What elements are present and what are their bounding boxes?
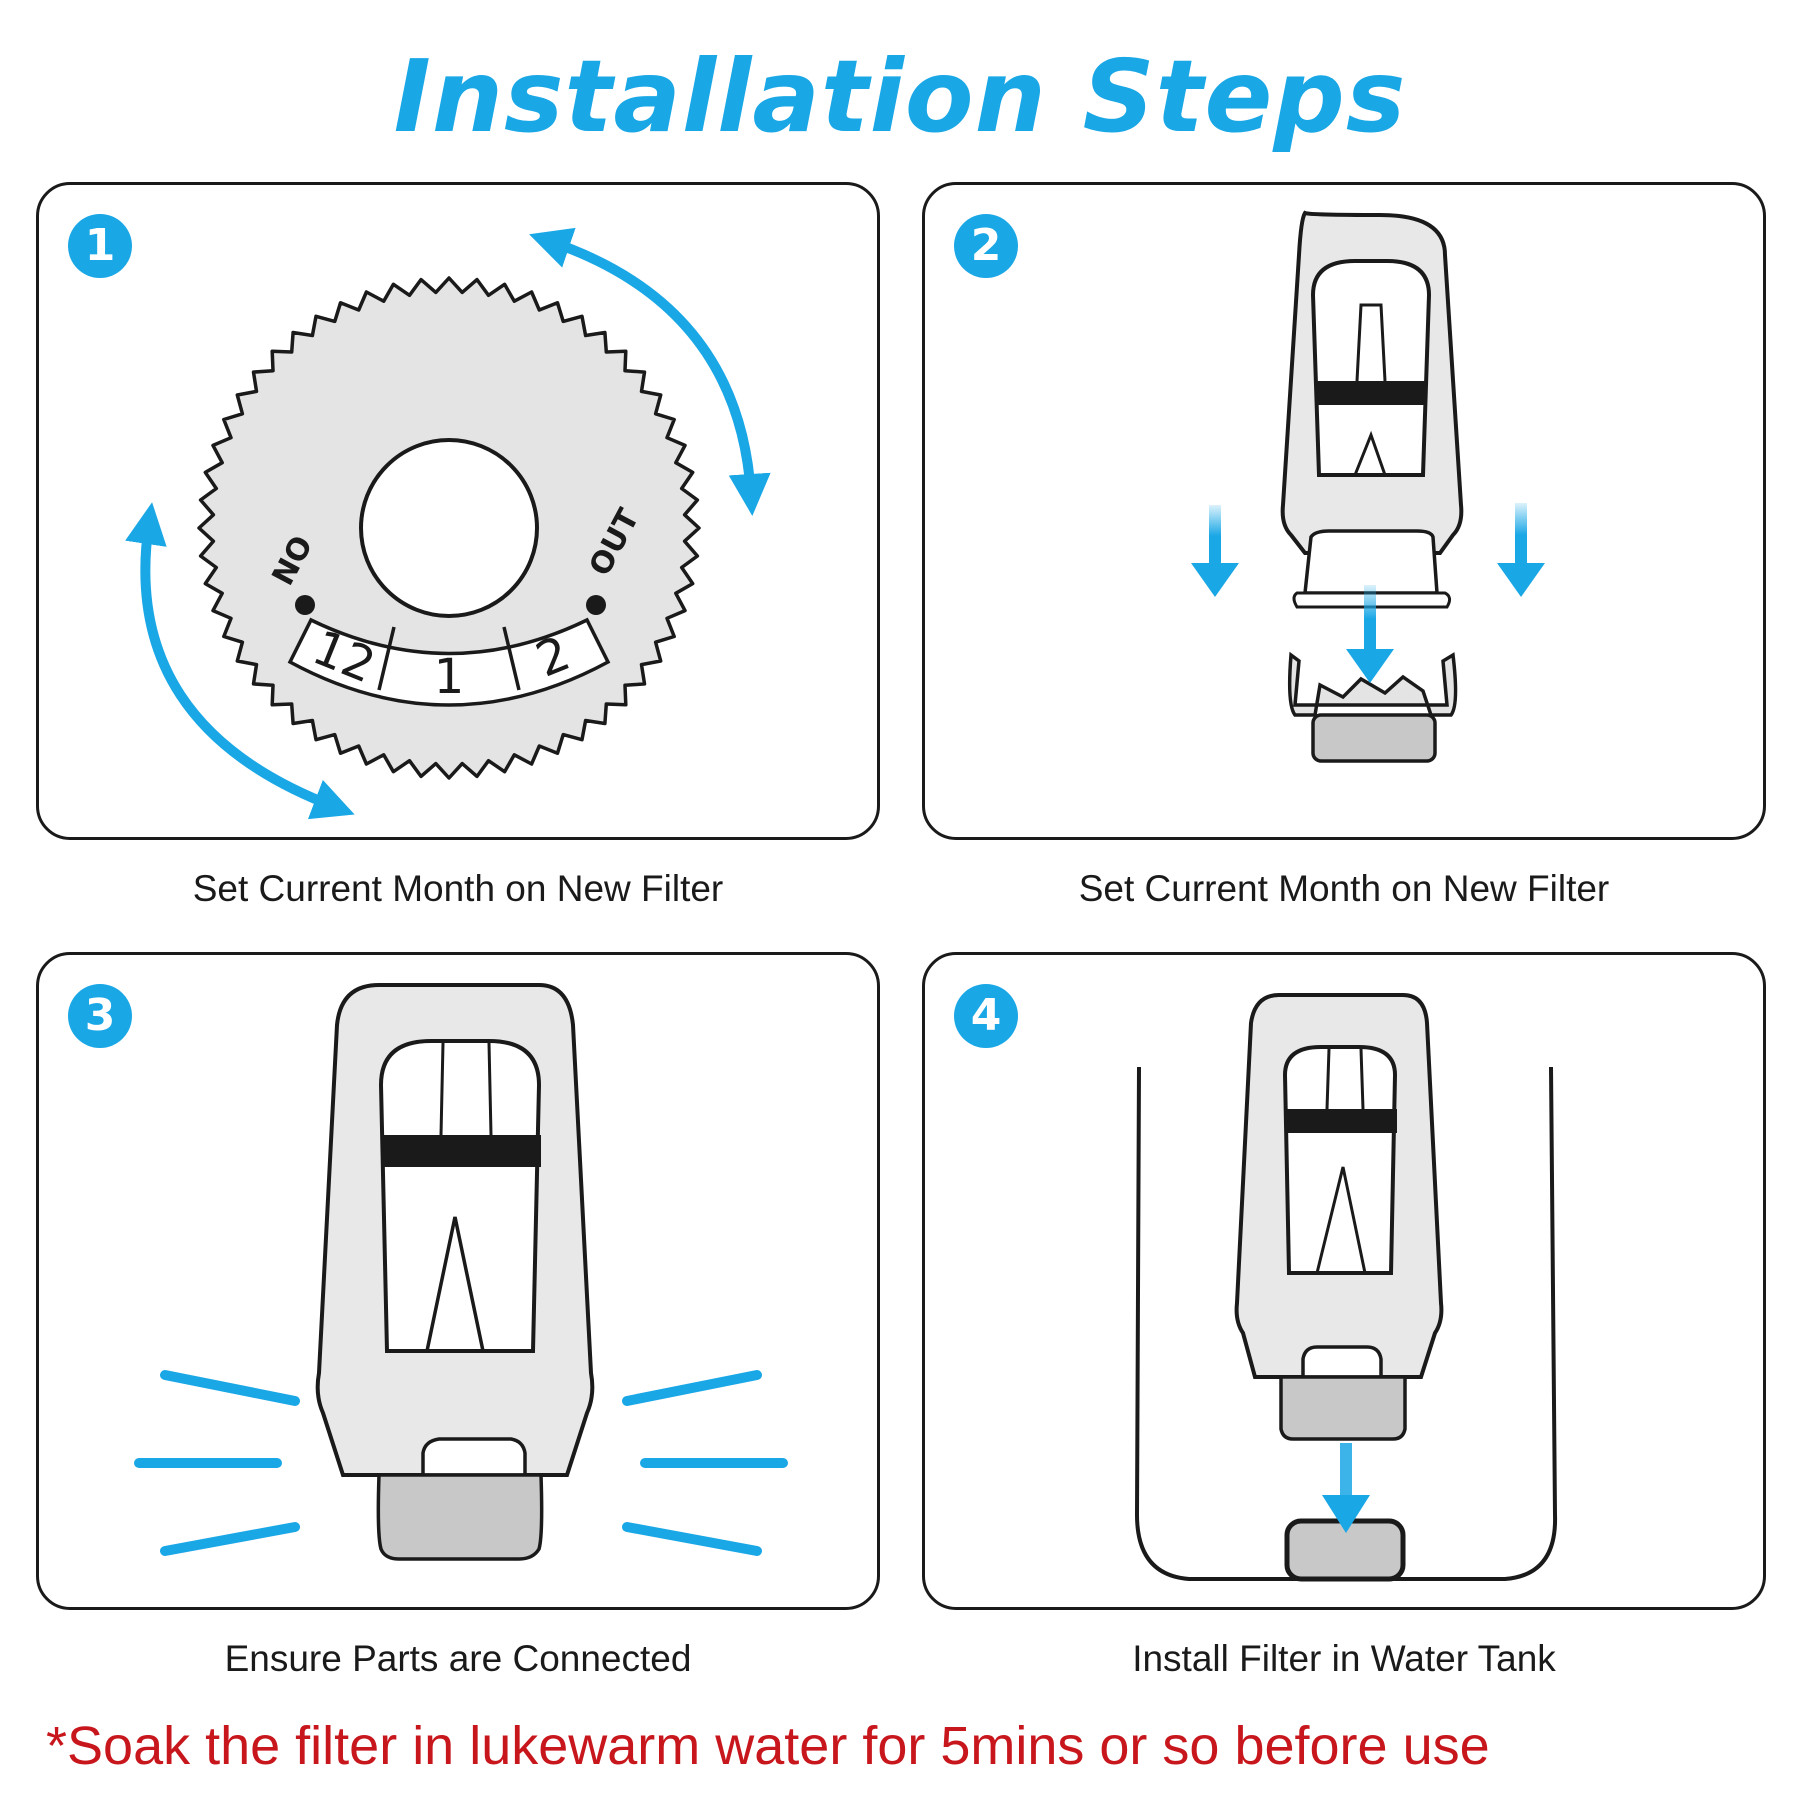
page-title: Installation Steps <box>393 38 1407 155</box>
connection-lines-left-icon <box>134 1370 300 1556</box>
filter-base <box>1279 1375 1407 1441</box>
step-2-panel: 2 <box>922 182 1766 840</box>
down-arrow-left-icon <box>1191 505 1239 597</box>
step-3-panel: 3 <box>36 952 880 1610</box>
down-arrow-right-icon <box>1497 503 1545 597</box>
step-1-panel: 12 1 2 ON OUT 1 <box>36 182 880 840</box>
step-number-badge: 4 <box>954 984 1018 1048</box>
filter-window <box>1282 1045 1398 1275</box>
step-2-caption: Set Current Month on New Filter <box>1078 868 1610 909</box>
step-number-badge: 1 <box>68 214 132 278</box>
step-4-caption: Install Filter in Water Tank <box>1132 1638 1556 1679</box>
filter-collar <box>421 1437 527 1477</box>
month-dial-illustration: 12 1 2 ON OUT <box>125 227 771 820</box>
filter-base <box>1311 713 1437 763</box>
filter-connected-illustration <box>134 983 788 1561</box>
step-number-badge: 3 <box>68 984 132 1048</box>
step-number-badge: 2 <box>954 214 1018 278</box>
rotate-arrow-upper-icon <box>529 227 771 516</box>
rotate-arrow-lower-icon <box>125 502 355 820</box>
down-arrow-icon <box>1322 1443 1370 1533</box>
filter-connector <box>1303 529 1439 595</box>
connection-lines-right-icon <box>622 1370 788 1556</box>
dial-month-1: 1 <box>434 649 465 705</box>
step-4-panel: 4 <box>922 952 1766 1610</box>
out-dot <box>586 595 606 615</box>
step-1-caption: Set Current Month on New Filter <box>192 868 724 909</box>
step-3-caption: Ensure Parts are Connected <box>224 1638 692 1679</box>
filter-collar <box>1301 1345 1383 1379</box>
on-dot <box>295 595 315 615</box>
filter-window <box>378 1039 542 1353</box>
down-arrow-center-icon <box>1346 585 1394 683</box>
filter-into-tank-illustration <box>1134 993 1558 1582</box>
soak-note: *Soak the filter in lukewarm water for 5… <box>46 1716 1490 1776</box>
filter-base <box>376 1473 544 1561</box>
filter-window <box>1310 259 1432 477</box>
filter-base-cap <box>1287 651 1458 717</box>
filter-assembly-illustration <box>1191 210 1545 763</box>
dial-center-hole <box>359 438 539 618</box>
